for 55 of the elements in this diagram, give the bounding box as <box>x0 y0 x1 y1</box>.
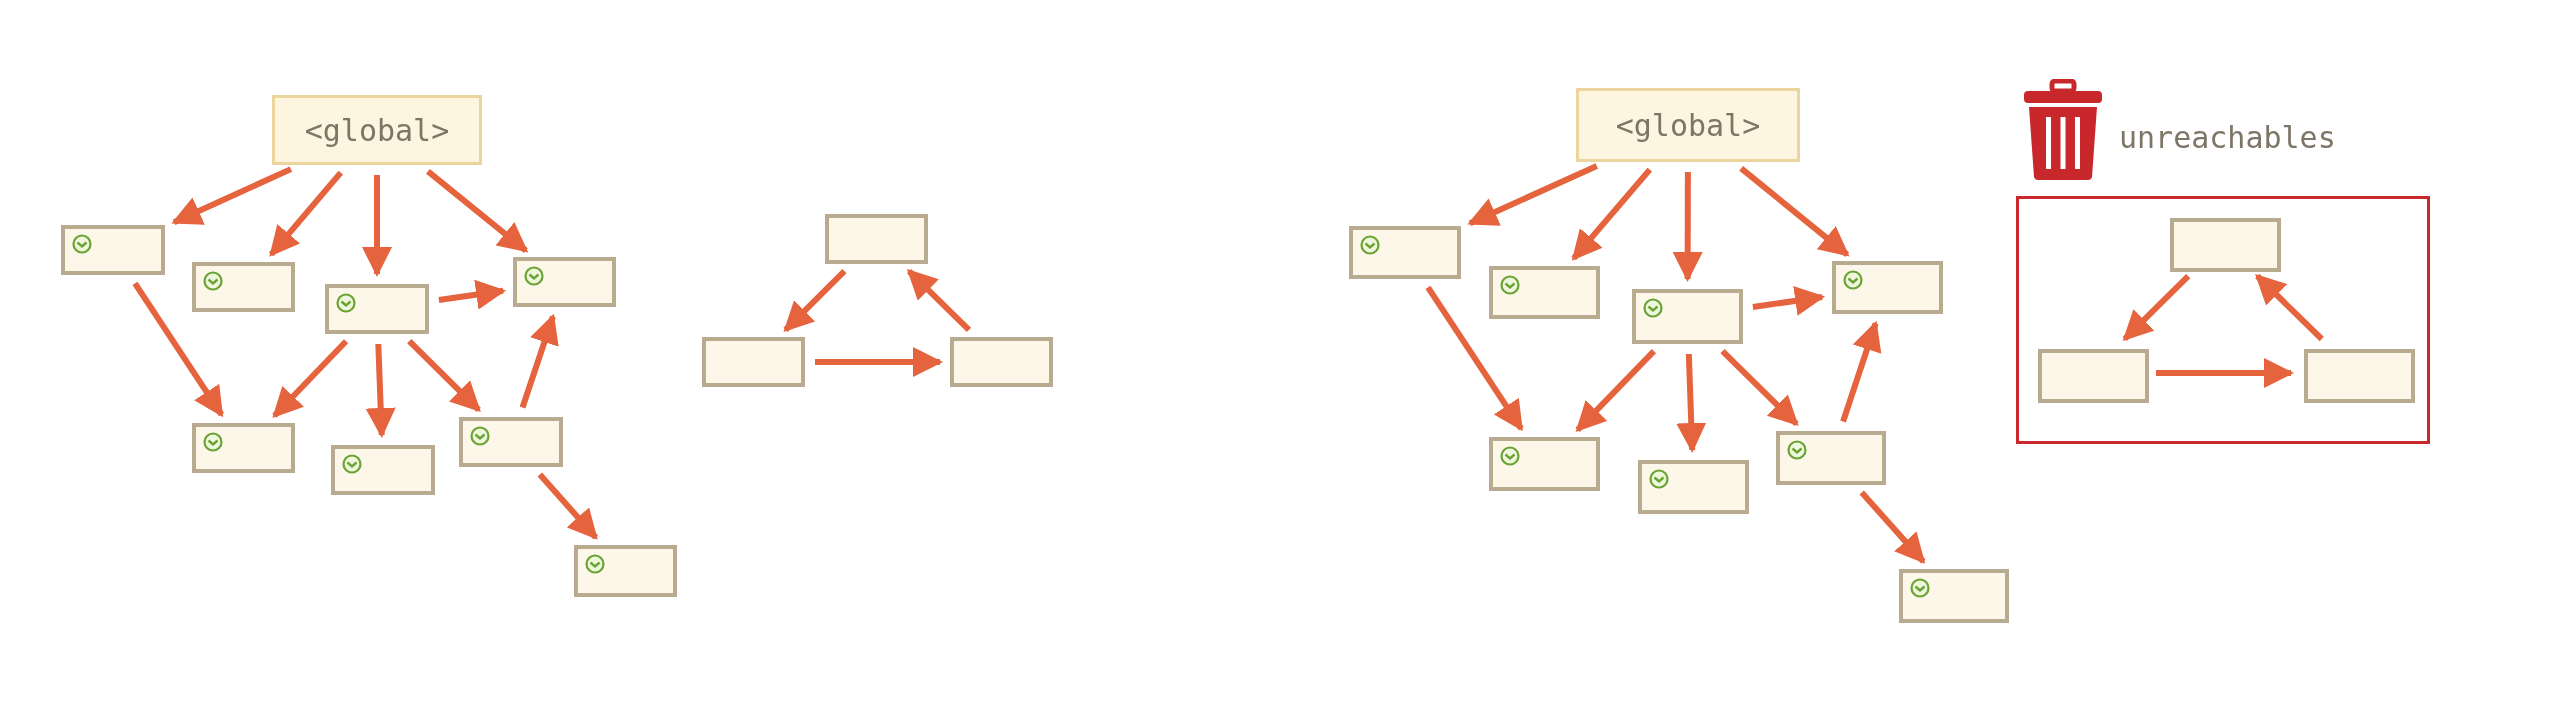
arrow <box>438 279 507 310</box>
arrow <box>365 343 396 438</box>
arrow <box>272 339 349 418</box>
arrow <box>426 168 529 254</box>
arrow <box>1720 348 1799 427</box>
root-label: <global> <box>1615 107 1761 143</box>
object-box <box>1489 437 1600 491</box>
root-box <box>272 95 482 165</box>
arrow <box>407 338 481 413</box>
arrow <box>2156 358 2294 388</box>
root-box <box>1576 88 1800 162</box>
object-box <box>331 445 435 495</box>
object-box <box>459 417 563 467</box>
object-box <box>1832 261 1943 314</box>
object-box <box>1489 266 1600 319</box>
arrow <box>1672 172 1703 282</box>
object-box <box>325 284 429 334</box>
arrow <box>1840 320 1882 423</box>
object-box <box>2170 218 2281 272</box>
arrow <box>2122 273 2191 342</box>
root-label: <global> <box>304 112 450 148</box>
arrow <box>268 170 344 257</box>
arrow <box>1575 349 1657 432</box>
arrow <box>171 166 293 225</box>
arrow <box>1739 166 1850 257</box>
arrow <box>1467 163 1598 226</box>
arrow <box>2255 273 2324 342</box>
object-box <box>192 262 295 312</box>
object-box <box>1899 569 2009 623</box>
arrow <box>1571 167 1653 261</box>
object-box <box>2304 349 2415 403</box>
object-box <box>950 337 1053 387</box>
object-box <box>825 214 928 264</box>
object-box <box>1349 226 1461 279</box>
object-box <box>513 257 616 307</box>
object-box <box>1776 431 1886 485</box>
object-box <box>574 545 677 597</box>
arrow <box>815 347 943 377</box>
group-heading: unreachables <box>2119 120 2336 155</box>
arrow <box>783 268 847 333</box>
object-box <box>61 225 165 275</box>
object-box <box>1638 460 1749 514</box>
arrow <box>362 175 392 277</box>
arrow <box>537 472 599 540</box>
arrow <box>132 281 225 418</box>
arrow <box>906 268 972 333</box>
object-box <box>2038 349 2149 403</box>
object-box <box>192 423 295 473</box>
object-box <box>702 337 805 387</box>
arrow <box>1752 286 1826 316</box>
arrow <box>1676 353 1707 453</box>
object-box <box>1632 289 1743 344</box>
arrow <box>1425 285 1524 432</box>
arrow <box>519 313 559 409</box>
arrow <box>1859 490 1926 564</box>
